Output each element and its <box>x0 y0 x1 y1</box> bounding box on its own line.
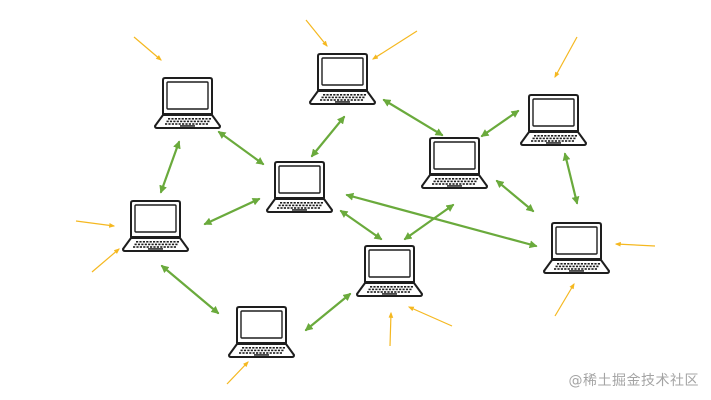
peer-link-arrow <box>382 98 444 137</box>
incoming-arrow <box>75 220 116 228</box>
laptop-top-center-icon <box>309 53 376 105</box>
incoming-arrow <box>226 361 249 385</box>
laptop-bottom-left-icon <box>228 306 295 358</box>
incoming-arrow <box>305 19 328 47</box>
peer-link-arrow <box>562 152 580 205</box>
incoming-arrow <box>371 30 418 60</box>
peer-link-arrow <box>203 197 261 226</box>
peer-links <box>159 98 580 332</box>
laptop-nodes <box>122 53 610 358</box>
laptop-left-icon <box>122 200 189 252</box>
peer-link-arrow <box>217 130 265 166</box>
laptop-top-left-icon <box>154 77 221 129</box>
peer-link-arrow <box>160 264 220 315</box>
peer-link-arrow <box>345 192 538 249</box>
peer-link-arrow <box>480 109 520 138</box>
incoming-arrow <box>614 241 656 247</box>
peer-link-arrow <box>304 292 352 332</box>
peer-link-arrow <box>159 140 181 194</box>
peer-link-arrow <box>495 179 535 213</box>
incoming-arrow <box>554 36 578 79</box>
laptop-right-icon <box>543 222 610 274</box>
watermark-text: @稀土掘金技术社区 <box>568 373 699 389</box>
incoming-arrow <box>91 248 120 273</box>
incoming-arrow <box>554 282 575 317</box>
laptop-mid-right-icon <box>421 137 488 189</box>
incoming-arrow <box>133 36 162 61</box>
incoming-arrow <box>407 306 453 327</box>
incoming-arrow <box>388 311 394 347</box>
peer-link-arrow <box>339 209 383 241</box>
peer-link-arrow <box>310 115 346 158</box>
laptop-top-right-icon <box>520 94 587 146</box>
incoming-arrows <box>75 19 656 385</box>
laptop-bottom-center-icon <box>356 245 423 297</box>
laptop-center-icon <box>266 161 333 213</box>
